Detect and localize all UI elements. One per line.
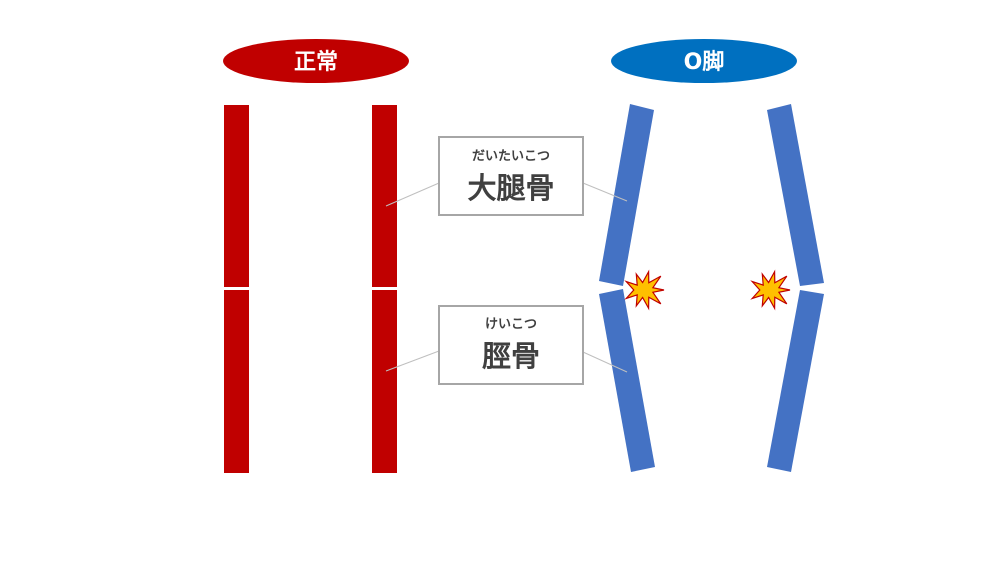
normal-title-pill <box>223 39 409 83</box>
bowleg-left-femur <box>599 104 654 286</box>
bowleg-right-tibia <box>767 290 824 472</box>
femur-leader-left <box>385 182 440 207</box>
leader-lines <box>385 182 628 373</box>
bowleg-left-tibia <box>599 289 655 472</box>
normal-left-femur <box>224 105 249 287</box>
femur-label: だいたいこつ 大腿骨 <box>438 136 584 216</box>
tibia-label: けいこつ 脛骨 <box>438 305 584 385</box>
femur-name: 大腿骨 <box>467 171 554 205</box>
normal-title: 正常 <box>294 49 338 75</box>
tibia-label-box <box>438 305 584 385</box>
normal-right-tibia <box>372 290 397 473</box>
bowleg-legs <box>599 104 824 472</box>
explosion-burst-icon <box>750 269 791 311</box>
tibia-ruby: けいこつ <box>485 317 537 332</box>
femur-ruby: だいたいこつ <box>472 149 550 164</box>
normal-left-tibia <box>224 290 249 473</box>
bowleg-title: O脚 <box>684 50 725 75</box>
bowleg-right-femur <box>767 104 824 286</box>
femur-leader-right <box>582 182 628 202</box>
tibia-name: 脛骨 <box>482 339 540 373</box>
explosion-burst-icon <box>624 269 665 311</box>
femur-label-box <box>438 136 584 216</box>
bowleg-title-pill <box>611 39 797 83</box>
normal-right-femur <box>372 105 397 287</box>
tibia-leader-right <box>582 351 628 373</box>
normal-legs <box>224 105 397 473</box>
tibia-leader-left <box>385 350 440 372</box>
